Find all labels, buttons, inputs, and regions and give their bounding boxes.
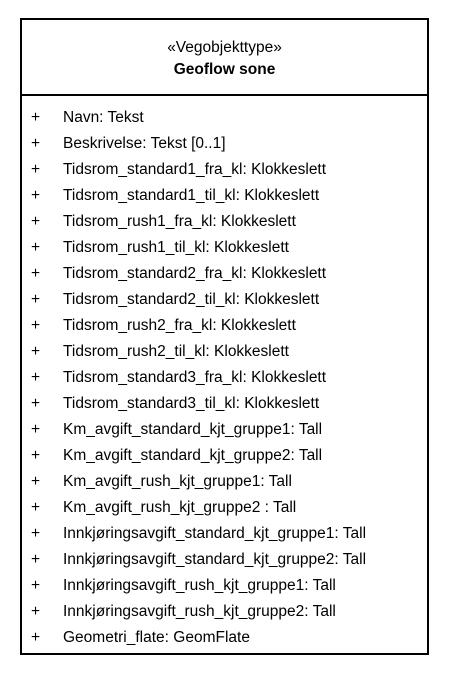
attribute-row: + Km_avgift_standard_kjt_gruppe1: Tall <box>22 417 427 443</box>
attribute-row: + Navn: Tekst <box>22 105 427 131</box>
uml-class-box: «Vegobjekttype» Geoflow sone + Navn: Teks… <box>20 18 429 655</box>
attribute-visibility: + <box>31 395 41 412</box>
attribute-row: + Tidsrom_standard2_fra_kl: Klokkeslett <box>22 261 427 287</box>
attribute-text: Geometri_flate: GeomFlate <box>63 629 250 646</box>
attribute-row: + Beskrivelse: Tekst [0..1] <box>22 131 427 157</box>
attribute-row: + Tidsrom_rush2_fra_kl: Klokkeslett <box>22 313 427 339</box>
attribute-visibility: + <box>31 551 41 568</box>
class-name: Geoflow sone <box>173 61 276 78</box>
attribute-text: Beskrivelse: Tekst [0..1] <box>63 135 226 152</box>
attribute-row: + Tidsrom_standard2_til_kl: Klokkeslett <box>22 287 427 313</box>
attribute-row: + Innkjøringsavgift_rush_kjt_gruppe2: Tal… <box>22 599 427 625</box>
attribute-visibility: + <box>31 447 41 464</box>
attribute-visibility: + <box>31 187 41 204</box>
attribute-row: + Tidsrom_rush1_til_kl: Klokkeslett <box>22 235 427 261</box>
attribute-list: + Navn: Tekst + Beskrivelse: Tekst [0..1] + T… <box>22 96 427 651</box>
attribute-text: Tidsrom_standard3_fra_kl: Klokkeslett <box>63 369 327 386</box>
attribute-visibility: + <box>31 135 41 152</box>
attribute-row: + Tidsrom_standard3_til_kl: Klokkeslett <box>22 391 427 417</box>
attribute-text: Tidsrom_rush2_fra_kl: Klokkeslett <box>63 317 296 334</box>
attribute-row: + Km_avgift_standard_kjt_gruppe2: Tall <box>22 443 427 469</box>
attribute-text: Km_avgift_standard_kjt_gruppe2: Tall <box>63 447 323 464</box>
attribute-row: + Geometri_flate: GeomFlate <box>22 625 427 651</box>
attribute-text: Tidsrom_standard2_fra_kl: Klokkeslett <box>63 265 327 282</box>
attribute-text: Km_avgift_rush_kjt_gruppe2 : Tall <box>63 499 297 516</box>
attribute-row: + Km_avgift_rush_kjt_gruppe1: Tall <box>22 469 427 495</box>
attribute-text: Innkjøringsavgift_rush_kjt_gruppe1: Tall <box>63 577 336 594</box>
attribute-row: + Tidsrom_standard3_fra_kl: Klokkeslett <box>22 365 427 391</box>
attribute-row: + Tidsrom_rush2_til_kl: Klokkeslett <box>22 339 427 365</box>
class-header: «Vegobjekttype» Geoflow sone <box>22 20 427 96</box>
attribute-row: + Tidsrom_rush1_fra_kl: Klokkeslett <box>22 209 427 235</box>
attribute-text: Tidsrom_rush2_til_kl: Klokkeslett <box>63 343 289 360</box>
attribute-row: + Tidsrom_standard1_til_kl: Klokkeslett <box>22 183 427 209</box>
attribute-row: + Km_avgift_rush_kjt_gruppe2 : Tall <box>22 495 427 521</box>
attribute-text: Tidsrom_standard2_til_kl: Klokkeslett <box>63 291 320 308</box>
attribute-row: + Tidsrom_standard1_fra_kl: Klokkeslett <box>22 157 427 183</box>
attribute-visibility: + <box>31 317 41 334</box>
attribute-text: Tidsrom_standard1_fra_kl: Klokkeslett <box>63 161 327 178</box>
attribute-text: Tidsrom_rush1_fra_kl: Klokkeslett <box>63 213 296 230</box>
attribute-visibility: + <box>31 343 41 360</box>
attribute-visibility: + <box>31 291 41 308</box>
attribute-visibility: + <box>31 421 41 438</box>
attribute-text: Tidsrom_rush1_til_kl: Klokkeslett <box>63 239 289 256</box>
attribute-visibility: + <box>31 109 41 126</box>
attribute-text: Tidsrom_standard1_til_kl: Klokkeslett <box>63 187 320 204</box>
attribute-row: + Innkjøringsavgift_standard_kjt_gruppe2:… <box>22 547 427 573</box>
attribute-text: Km_avgift_rush_kjt_gruppe1: Tall <box>63 473 292 490</box>
attribute-visibility: + <box>31 577 41 594</box>
attribute-visibility: + <box>31 603 41 620</box>
attribute-text: Km_avgift_standard_kjt_gruppe1: Tall <box>63 421 323 438</box>
class-stereotype: «Vegobjekttype» <box>167 39 282 56</box>
attribute-text: Innkjøringsavgift_standard_kjt_gruppe2: … <box>63 551 367 568</box>
attribute-visibility: + <box>31 499 41 516</box>
attribute-visibility: + <box>31 629 41 646</box>
attribute-visibility: + <box>31 161 41 178</box>
attribute-row: + Innkjøringsavgift_standard_kjt_gruppe1:… <box>22 521 427 547</box>
attribute-text: Innkjøringsavgift_standard_kjt_gruppe1: … <box>63 525 367 542</box>
attribute-text: Navn: Tekst <box>63 109 144 126</box>
attribute-visibility: + <box>31 239 41 256</box>
attribute-text: Innkjøringsavgift_rush_kjt_gruppe2: Tall <box>63 603 336 620</box>
attribute-visibility: + <box>31 369 41 386</box>
attribute-text: Tidsrom_standard3_til_kl: Klokkeslett <box>63 395 320 412</box>
attribute-row: + Innkjøringsavgift_rush_kjt_gruppe1: Tal… <box>22 573 427 599</box>
attribute-visibility: + <box>31 265 41 282</box>
attribute-visibility: + <box>31 473 41 490</box>
attribute-visibility: + <box>31 213 41 230</box>
attribute-visibility: + <box>31 525 41 542</box>
